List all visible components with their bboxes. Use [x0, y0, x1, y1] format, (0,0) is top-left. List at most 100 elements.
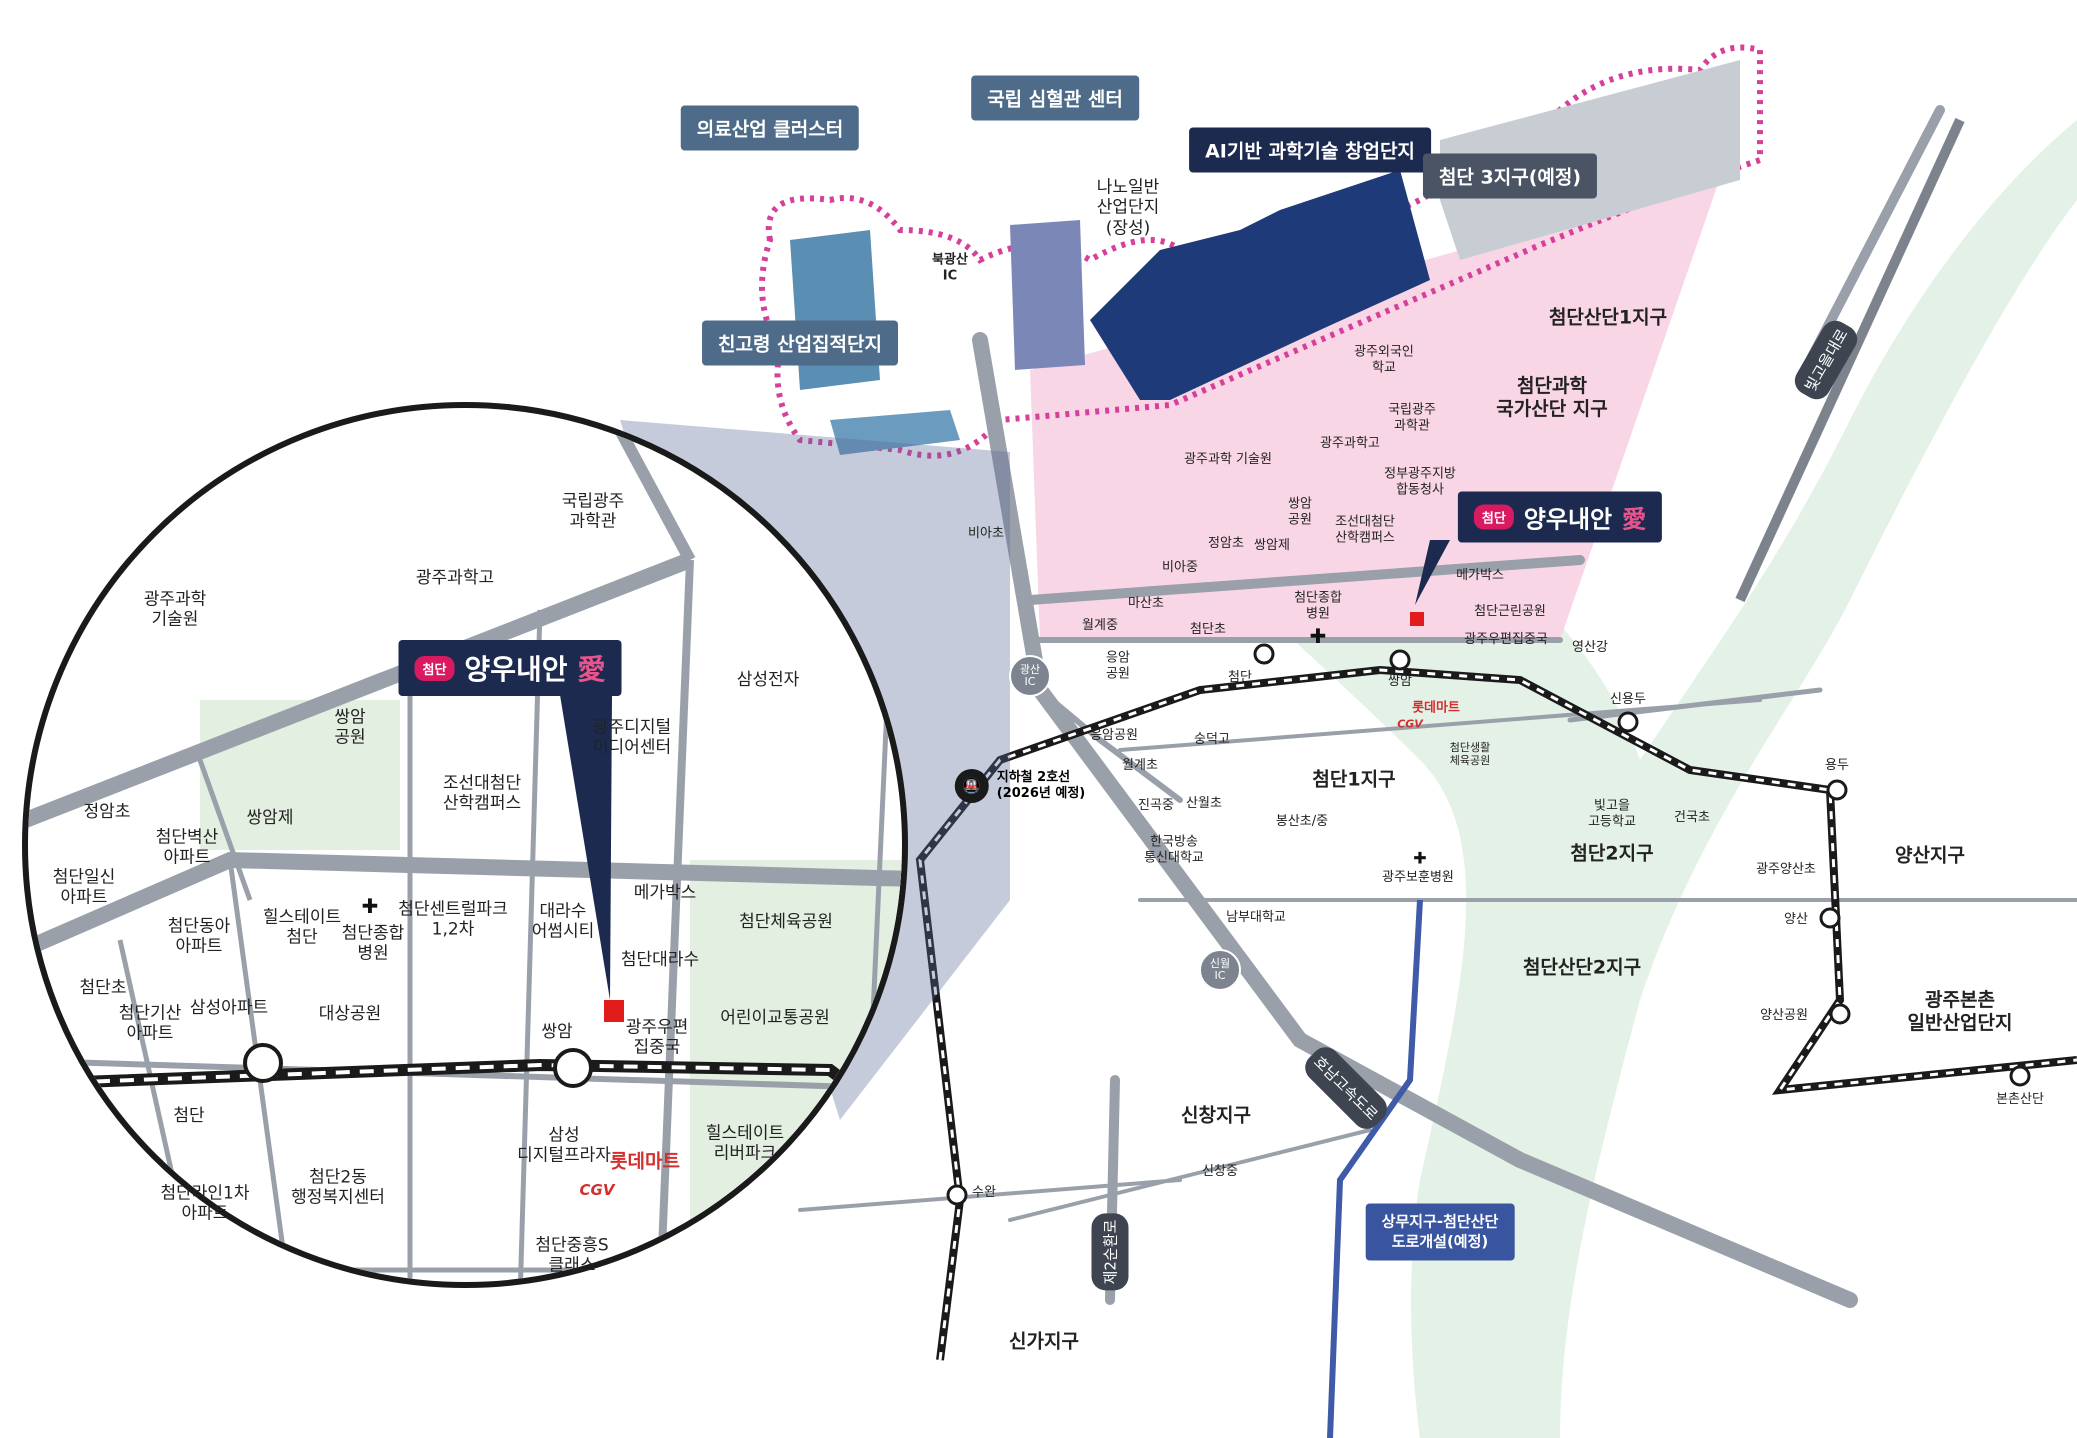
inset-label-science-museum: 국립광주 과학관: [561, 491, 625, 532]
subway-line2-text: 지하철 2호선 (2026년 예정): [996, 770, 1086, 801]
callout-aging-cluster: 친고령 산업집적단지: [702, 320, 898, 366]
road-tag-ring2: 제2순환로: [1091, 1213, 1129, 1291]
inset-label-science-tech: 광주과학 기술원: [143, 589, 207, 630]
inset-cgv-logo: CGV: [579, 1181, 615, 1199]
brand-box-main: 첨단 양우내안 愛: [1457, 491, 1663, 543]
inset-label-samsung: 삼성전자: [736, 669, 800, 690]
bohun-hospital-icon: ✚: [1413, 848, 1427, 868]
label-cheomdan-cho: 첨단초: [1190, 622, 1226, 638]
inset-label-welfare: 첨단2동 행정복지센터: [291, 1167, 385, 1208]
label-wolgye-cho: 월계초: [1122, 758, 1158, 774]
aging-cluster: [830, 410, 960, 455]
inset-label-line1-apt: 첨단라인1차 아파트: [160, 1183, 250, 1224]
brand-love-inset: 愛: [577, 653, 606, 686]
label-science-tech: 광주과학 기술원: [1184, 452, 1272, 468]
label-cheomdan1: 첨단1지구: [1312, 768, 1396, 791]
inset-label-riverpark: 힐스테이트 리버파크: [705, 1123, 785, 1164]
label-foreign-school: 광주외국인 학교: [1354, 344, 1414, 375]
label-jingok-jung: 진곡중: [1138, 798, 1174, 814]
inset-label-daesang-park: 대상공원: [318, 1003, 382, 1024]
label-yangsan-cho: 광주양산초: [1756, 862, 1816, 878]
heart-center: [1010, 220, 1085, 370]
inset-label-ssangamje: 쌍암제: [246, 807, 294, 828]
inset-station-cheomdan: [243, 1043, 283, 1083]
label-sanwol-cho: 산월초: [1186, 796, 1222, 812]
label-station-yongdu: 용두: [1825, 758, 1849, 774]
inset-label-science-high: 광주과학고: [415, 567, 495, 588]
station-boncheon: [2009, 1065, 2031, 1087]
inset-park-ssangam: [200, 700, 400, 850]
label-broadcast-univ: 한국방송 통신대학교: [1144, 834, 1204, 865]
label-sudeok-go: 숭덕고: [1194, 732, 1230, 748]
inset-label-s-class: 첨단중흥S 클래스: [535, 1235, 609, 1276]
label-ssangamje: 쌍암제: [1254, 538, 1290, 554]
cgv-logo: CGV: [1397, 717, 1423, 731]
label-singa: 신가지구: [1009, 1330, 1079, 1353]
inset-callout-pointer: [560, 695, 612, 1000]
callout-sangmu-road: 상무지구-첨단산단 도로개설(예정): [1365, 1203, 1515, 1261]
brand-tag-inset: 첨단: [414, 655, 455, 681]
label-science-district: 첨단과학 국가산단 지구: [1496, 375, 1608, 420]
inset-label-ssangam-park: 쌍암 공원: [334, 707, 366, 748]
label-station-ssangam: 쌍암: [1388, 674, 1412, 690]
label-general-hosp: 첨단종합 병원: [1294, 590, 1342, 621]
label-nano: 나노일반 산업단지 (장성): [1096, 177, 1160, 239]
station-yongdu: [1826, 779, 1848, 801]
label-megabox: 메가박스: [1456, 568, 1504, 584]
label-station-sinyongdu: 신용두: [1610, 692, 1646, 708]
station-suwan: [946, 1184, 968, 1206]
site-callout-pointer: [1415, 540, 1450, 605]
inset-label-station-cheomdan: 첨단: [173, 1105, 205, 1126]
label-station-yangsan: 양산: [1784, 912, 1808, 928]
inset-label-children-park: 어린이교통공원: [720, 1007, 830, 1028]
label-science-high: 광주과학고: [1320, 436, 1380, 452]
ai-cluster: [1090, 170, 1430, 400]
label-bonchon-complex: 광주본촌 일반산업단지: [1907, 989, 2013, 1034]
inset-label-sports-park: 첨단체육공원: [739, 911, 833, 932]
subway-icon: 🚇: [954, 769, 989, 803]
bitgoeul-road: [1735, 117, 1965, 603]
label-bia-jung: 비아중: [1162, 560, 1198, 576]
label-yeongsan-river: 영산강: [1572, 640, 1608, 656]
gwangsan-ic-badge: 광산 IC: [1009, 655, 1051, 697]
label-bukgwangsan-ic: 북광산 IC: [932, 252, 968, 283]
inset-label-baeksan-apt: 첨단벽산 아파트: [155, 827, 219, 868]
inset-label-chosun-campus: 조선대첨단 산학캠퍼스: [442, 773, 522, 814]
sangmu-road: [1327, 899, 1423, 1438]
brand-love: 愛: [1622, 504, 1647, 534]
brand-box-inset: 첨단 양우내안 愛: [398, 640, 622, 696]
label-bitgoeul-high: 빛고을 고등학교: [1588, 798, 1636, 829]
inset-label-dongah-apt: 첨단동아 아파트: [167, 916, 231, 957]
inset-label-cheomdan-cho: 첨단초: [79, 977, 127, 998]
label-yangsan-district: 양산지구: [1895, 844, 1965, 867]
label-wolgye-jung: 월계중: [1082, 618, 1118, 634]
label-masan-cho: 마산초: [1128, 596, 1164, 612]
label-station-cheomdan: 첨단: [1228, 670, 1252, 686]
label-cheomdan-park: 첨단근린공원: [1474, 604, 1546, 620]
label-post-office: 광주우편집중국: [1464, 632, 1548, 648]
callout-ai-complex: AI기반 과학기술 창업단지: [1189, 127, 1431, 173]
callout-heart-center: 국립 심혈관 센터: [971, 75, 1139, 121]
label-bongsan: 봉산초/중: [1275, 814, 1329, 830]
roads: [798, 105, 2077, 1308]
inset-label-digital-media: 광주디지털 미디어센터: [592, 717, 672, 758]
inset-label-jeongam-cho: 정암초: [83, 801, 131, 822]
label-jeongam-cho: 정암초: [1208, 536, 1244, 552]
inset-station-ssangam: [553, 1048, 593, 1088]
inset-label-samsung-plaza: 삼성 디지털프라자: [517, 1125, 611, 1166]
medical-boundary: [759, 44, 1763, 459]
label-chosun-campus: 조선대첨단 산학캠퍼스: [1335, 514, 1395, 545]
brand-name: 양우내안: [1523, 505, 1613, 534]
label-gov-office: 정부광주지방 합동청사: [1384, 466, 1456, 497]
callout-district3: 첨단 3지구(예정): [1422, 153, 1598, 199]
station-yangsan-park: [1829, 1003, 1851, 1025]
inset-label-daeraesu-city: 대라수 어썸시티: [531, 901, 595, 942]
label-station-yangsan-park: 양산공원: [1760, 1008, 1808, 1024]
station-yangsan: [1819, 907, 1841, 929]
label-station-boncheon: 본촌산단: [1996, 1092, 2044, 1108]
sinwol-ic-badge: 신월 IC: [1199, 949, 1241, 991]
label-industrial2: 첨단산단2지구: [1522, 956, 1642, 979]
label-ssangam-park: 쌍암 공원: [1288, 496, 1312, 527]
label-bohun-hosp: 광주보훈병원: [1382, 870, 1454, 886]
inset-label-station-ssangam: 쌍암: [541, 1021, 573, 1042]
